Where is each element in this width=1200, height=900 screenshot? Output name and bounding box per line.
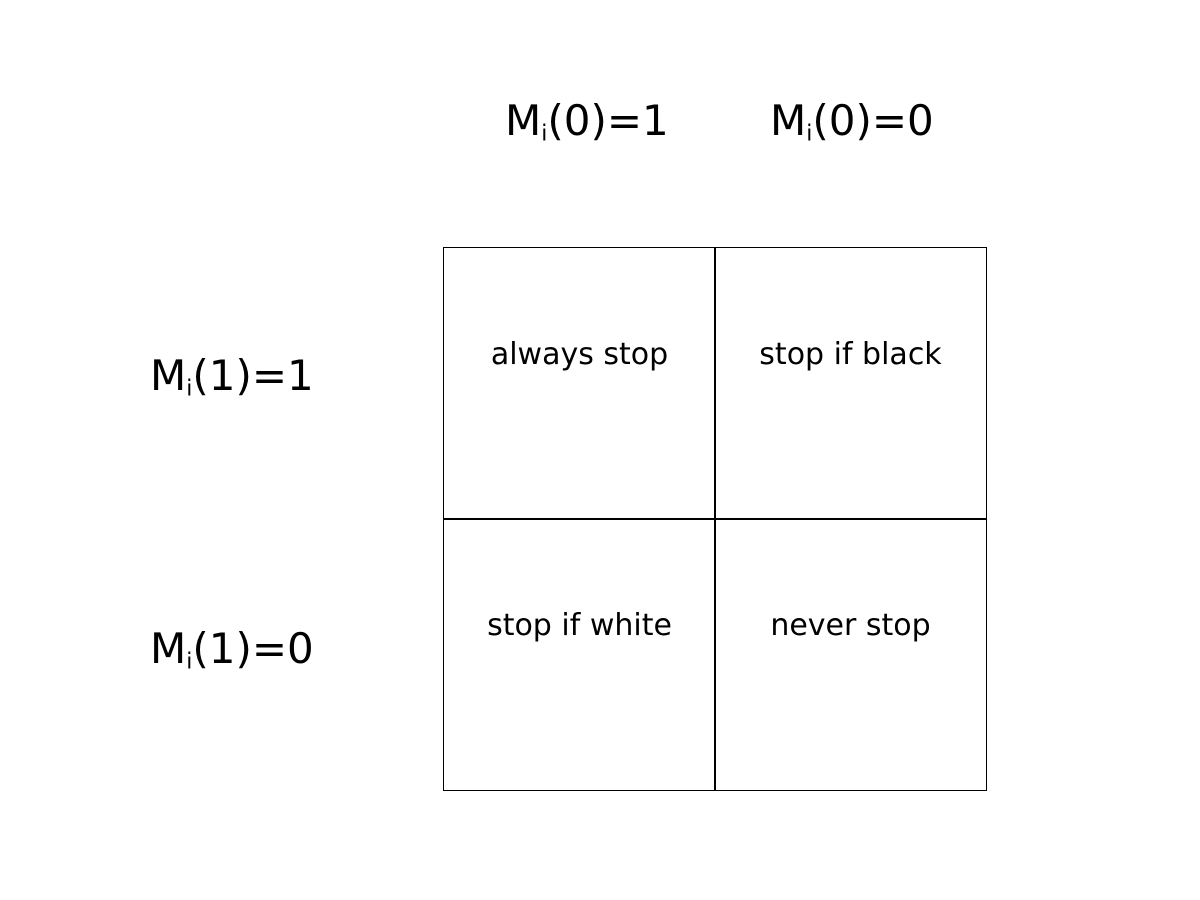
- column-header-m0-0: Mi(0)=0: [770, 100, 934, 146]
- row-header-subscript: i: [186, 376, 193, 402]
- row-header-subscript: i: [186, 649, 193, 675]
- grid-cell-stop-if-black: stop if black: [714, 247, 987, 520]
- row-header-rest: (1)=1: [192, 351, 314, 400]
- row-header-rest: (1)=0: [192, 624, 314, 673]
- cell-label: always stop: [490, 337, 669, 373]
- column-header-rest: (0)=1: [547, 96, 669, 145]
- column-header-base: M: [505, 96, 542, 145]
- row-header-m1-1: Mi(1)=1: [150, 355, 314, 401]
- column-header-rest: (0)=0: [812, 96, 934, 145]
- grid-cell-stop-if-white: stop if white: [443, 518, 716, 791]
- column-header-subscript: i: [806, 121, 813, 147]
- column-header-base: M: [770, 96, 807, 145]
- row-header-base: M: [150, 351, 187, 400]
- cell-label: stop if white: [487, 608, 672, 644]
- grid-cell-always-stop: always stop: [443, 247, 716, 520]
- grid-cell-never-stop: never stop: [714, 518, 987, 791]
- cell-label: stop if black: [759, 337, 942, 373]
- column-header-m0-1: Mi(0)=1: [505, 100, 669, 146]
- row-header-base: M: [150, 624, 187, 673]
- column-header-subscript: i: [541, 121, 548, 147]
- cell-label: never stop: [770, 608, 931, 644]
- row-header-m1-0: Mi(1)=0: [150, 628, 314, 674]
- decision-grid: always stop stop if black stop if white …: [443, 247, 987, 791]
